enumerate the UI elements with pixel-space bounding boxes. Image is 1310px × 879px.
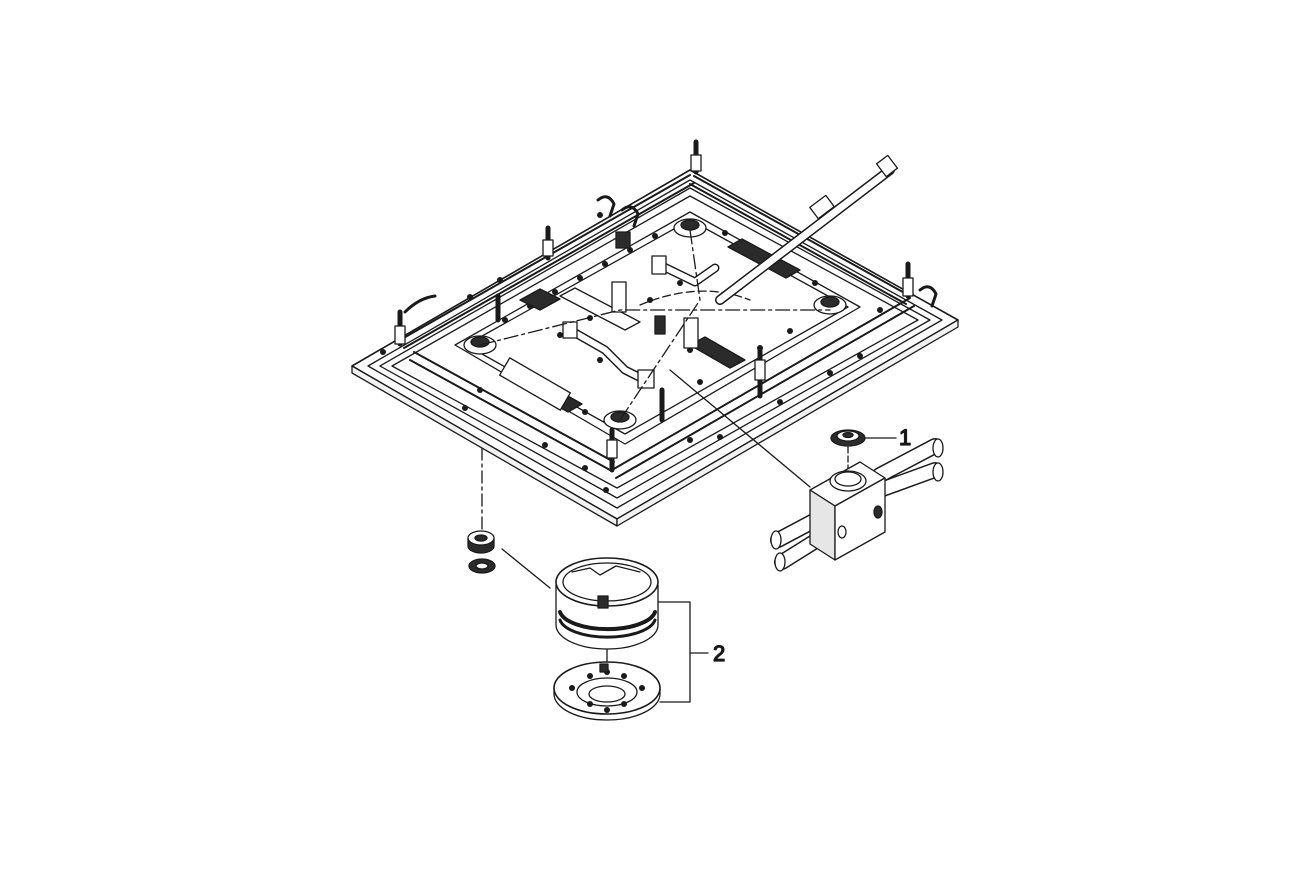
callout-2: 2 [657,601,726,703]
valve-block [770,438,944,572]
part-2-base-ring [553,661,661,721]
supply-hose [715,154,899,305]
callout-label-2: 2 [713,641,725,666]
mounting-studs [394,139,914,473]
part-2-cartridge [555,557,659,650]
callout-label-1: 1 [899,425,911,450]
shower-panel-assembly [351,139,959,527]
part-1-seal [830,429,866,447]
callout-1: 1 [865,424,912,451]
small-nut-and-washer [467,530,496,574]
corner-mounts [463,218,847,430]
